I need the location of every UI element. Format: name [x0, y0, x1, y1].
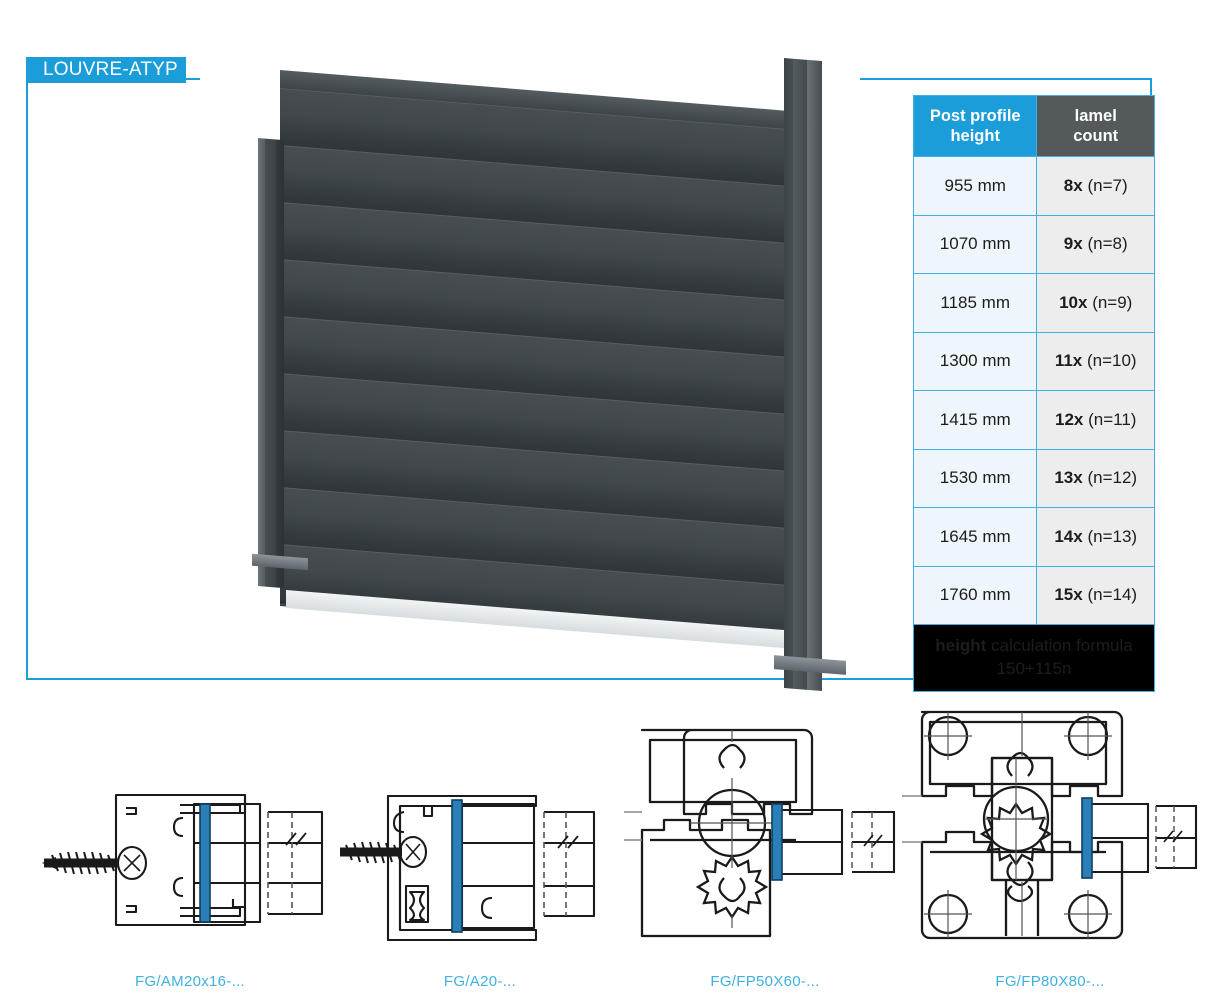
- count-n: (n=13): [1087, 526, 1138, 546]
- cell-post-height: 1760 mm: [912, 565, 1038, 625]
- count-value: 11x: [1054, 351, 1083, 371]
- table-row: 1070 mm 9x (n=8): [912, 214, 1155, 274]
- post-right: [784, 58, 822, 692]
- table-header-row: Post profile height lamel count: [912, 95, 1155, 157]
- post-height-spec-table: Post profile height lamel count 955 mm 8…: [912, 95, 1155, 692]
- table-row: 1760 mm 15x (n=14): [912, 565, 1155, 625]
- count-value: 9x: [1063, 234, 1083, 254]
- louvre-fence-panel-photo: [246, 30, 846, 692]
- fg-am20x16-section-icon: [42, 793, 324, 927]
- table-row: 1645 mm 14x (n=13): [912, 507, 1155, 567]
- count-value: 12x: [1054, 409, 1084, 429]
- count-n: (n=7): [1087, 175, 1128, 195]
- cell-lamel-count: 10x (n=9): [1036, 273, 1155, 333]
- count-value: 10x: [1059, 292, 1088, 312]
- drawing-label: FG/FP50X60-...: [710, 973, 820, 990]
- drawing-fg-fp80x80: FG/FP80X80-...: [900, 700, 1200, 1006]
- gasket-strip: [1082, 798, 1092, 878]
- cell-lamel-count: 13x (n=12): [1036, 448, 1155, 508]
- header-line-2: count: [1073, 127, 1119, 145]
- gasket-strip: [452, 800, 462, 932]
- count-value: 14x: [1054, 526, 1083, 546]
- drawing-label: FG/AM20x16-...: [134, 973, 246, 990]
- table-row: 1415 mm 12x (n=11): [912, 390, 1155, 450]
- formula-caption: height calculation formula: [914, 635, 1154, 658]
- count-value: 8x: [1063, 175, 1083, 195]
- fg-fp50x60-section-icon: [624, 728, 896, 938]
- profile-drawings-row: FG/AM20x16-...: [0, 700, 1214, 1006]
- drawing-fg-a20: FG/A20-...: [340, 700, 620, 1006]
- panel-lamels: [280, 88, 792, 648]
- header-line-2: height: [950, 127, 1000, 145]
- gasket-strip: [772, 804, 782, 880]
- formula-expression: 150+115n: [996, 659, 1072, 678]
- fg-fp80x80-section-icon: [902, 710, 1198, 940]
- cell-post-height: 955 mm: [912, 156, 1038, 216]
- cell-post-height: 1415 mm: [912, 390, 1038, 450]
- drawing-fg-fp50x60: FG/FP50X60-...: [620, 700, 910, 1006]
- cell-lamel-count: 9x (n=8): [1036, 214, 1155, 274]
- formula-emphasis: height: [935, 636, 987, 656]
- table-row: 1300 mm 11x (n=10): [912, 331, 1155, 391]
- count-n: (n=8): [1087, 234, 1128, 254]
- formula-caption-text: calculation formula: [986, 636, 1133, 656]
- screw-icon: [340, 835, 428, 869]
- cell-lamel-count: 15x (n=14): [1036, 565, 1155, 625]
- count-n: (n=11): [1088, 409, 1137, 429]
- cell-post-height: 1185 mm: [912, 273, 1038, 333]
- height-formula-cell: height calculation formula 150+115n: [913, 624, 1155, 692]
- cell-lamel-count: 11x (n=10): [1036, 331, 1155, 391]
- table-footer-row: height calculation formula 150+115n: [913, 624, 1155, 692]
- count-value: 15x: [1054, 585, 1083, 605]
- table-row: 955 mm 8x (n=7): [912, 156, 1155, 216]
- cell-lamel-count: 8x (n=7): [1036, 156, 1155, 216]
- count-n: (n=12): [1087, 468, 1138, 488]
- page-title-tab: LOUVRE-ATYP: [26, 57, 186, 83]
- count-n: (n=10): [1086, 351, 1137, 371]
- table-row: 1185 mm 10x (n=9): [912, 273, 1155, 333]
- drawing-label: FG/A20-...: [443, 973, 517, 990]
- cell-post-height: 1300 mm: [912, 331, 1038, 391]
- gasket-strip: [200, 804, 210, 922]
- cell-post-height: 1070 mm: [912, 214, 1038, 274]
- cell-lamel-count: 12x (n=11): [1036, 390, 1155, 450]
- drawing-fg-am20x16: FG/AM20x16-...: [40, 700, 340, 1006]
- count-n: (n=14): [1087, 585, 1138, 605]
- cell-lamel-count: 14x (n=13): [1036, 507, 1155, 567]
- count-value: 13x: [1054, 468, 1083, 488]
- page-title: LOUVRE-ATYP: [43, 59, 178, 80]
- cell-post-height: 1530 mm: [912, 448, 1038, 508]
- fg-a20-section-icon: [340, 794, 596, 942]
- column-header-post-profile-height: Post profile height: [912, 95, 1038, 157]
- screw-icon: [42, 845, 148, 881]
- drawing-label: FG/FP80X80-...: [995, 973, 1105, 990]
- header-line-1: Post profile: [929, 106, 1021, 125]
- cell-post-height: 1645 mm: [912, 507, 1038, 567]
- post-left: [258, 138, 284, 589]
- column-header-lamel-count: lamel count: [1036, 95, 1155, 157]
- table-row: 1530 mm 13x (n=12): [912, 448, 1155, 508]
- header-line-1: lamel: [1074, 106, 1117, 125]
- count-n: (n=9): [1092, 292, 1133, 312]
